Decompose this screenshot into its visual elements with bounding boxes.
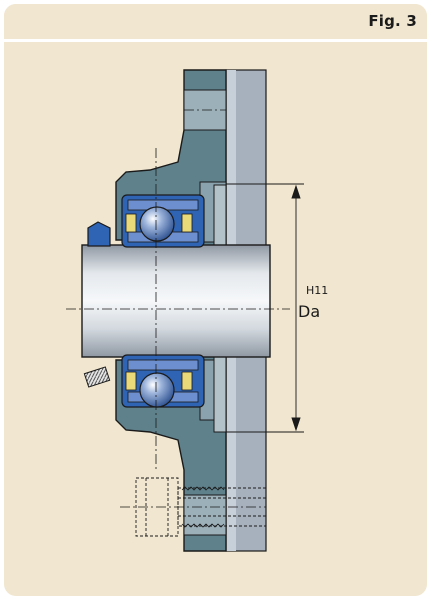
figure-header: Fig. 3 <box>4 4 427 42</box>
dimension-tolerance: H11 <box>306 284 328 297</box>
dimension-da <box>226 183 304 433</box>
center-lines <box>66 109 290 508</box>
lower-bearing <box>83 354 205 408</box>
figure-label: Fig. 3 <box>368 12 417 30</box>
upper-bearing <box>87 194 205 248</box>
shaft <box>81 244 271 358</box>
dimension-symbol: Da <box>298 302 320 321</box>
bolt-thread <box>181 486 225 528</box>
